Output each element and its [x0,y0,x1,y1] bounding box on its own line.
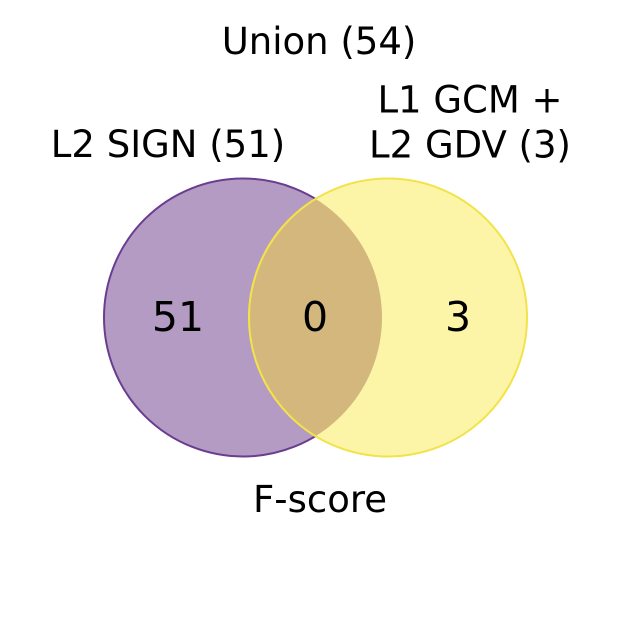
count-left-only: 51 [151,293,205,341]
bottom-caption-label: F-score [252,478,388,522]
count-intersection: 0 [301,293,329,341]
right-set-label-line1: L1 GCM + [377,78,563,122]
right-set-label-line2: L2 GDV (3) [369,123,571,167]
union-title-label: Union (54) [221,20,417,64]
count-right-only: 3 [444,293,472,341]
left-set-label: L2 SIGN (51) [50,123,286,167]
venn-overlap-region[interactable] [248,178,527,457]
